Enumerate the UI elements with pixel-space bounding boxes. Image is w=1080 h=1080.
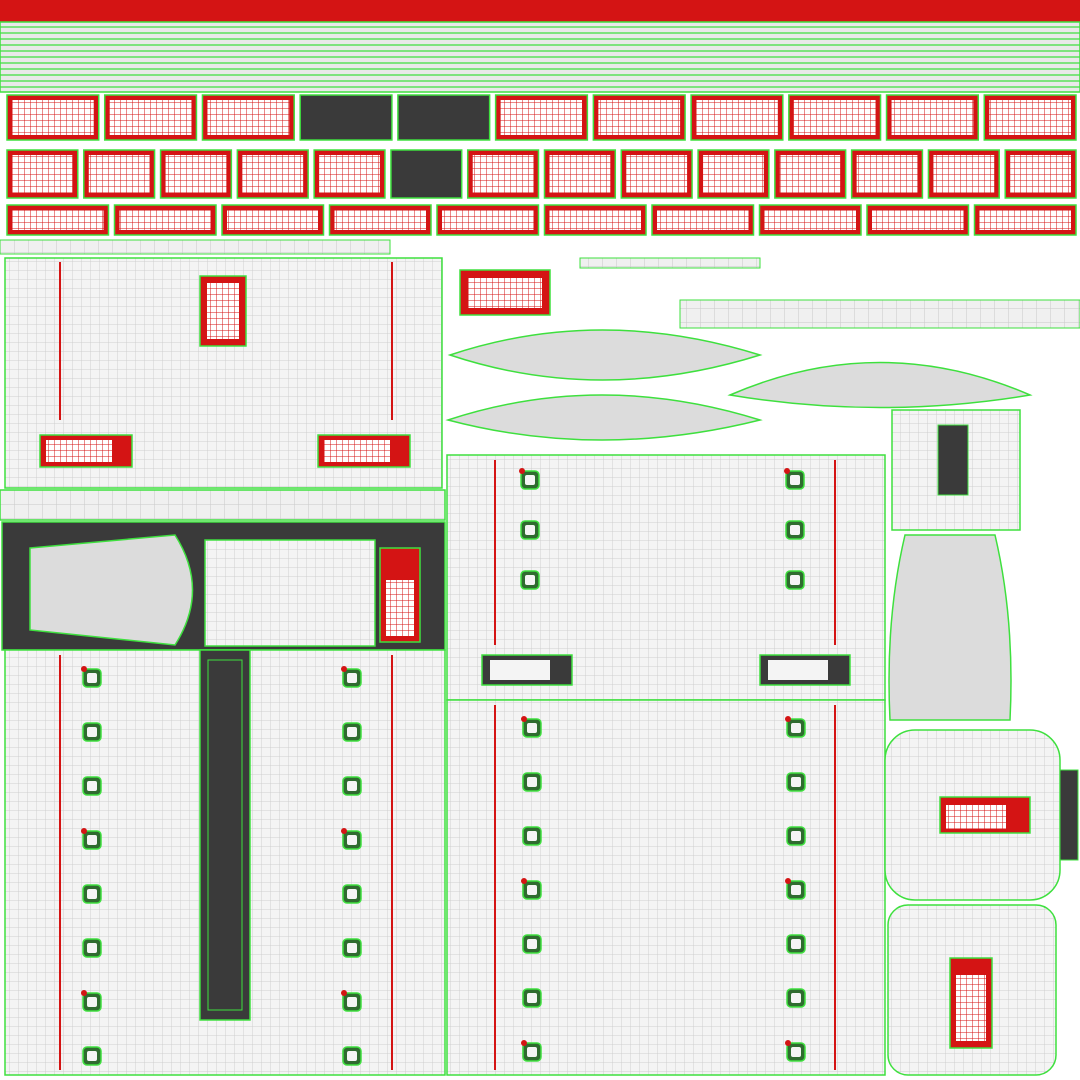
seat-marker [342,776,362,796]
detail-island [299,94,393,141]
detail-island [543,149,617,199]
detail-island [494,94,589,141]
detail-island [620,149,693,199]
seat-marker [82,1046,102,1066]
detail-island [103,94,198,141]
seat-marker [786,826,806,846]
seat-marker [785,878,806,900]
seat-marker [82,938,102,958]
seat-marker [521,878,542,900]
detail-island [543,204,647,236]
seat-marker [520,520,540,540]
detail-island [850,149,924,199]
center-panels [446,454,886,1076]
detail-island [113,204,217,236]
seat-marker [341,666,362,688]
detail-island [6,149,79,199]
detail-island [159,149,233,199]
seat-strips [81,468,806,1066]
seat-marker [522,988,542,1008]
detail-island [690,94,784,141]
detail-island [927,149,1000,199]
seat-marker [786,934,806,954]
left-upper-panel [4,257,443,489]
detail-island [201,94,295,141]
detail-island [328,204,432,236]
seat-marker [786,772,806,792]
seat-marker [786,988,806,1008]
mid-strip [0,239,446,521]
seat-marker [522,934,542,954]
seat-marker [520,570,540,590]
seat-marker [81,666,102,688]
left-lower-panel [4,649,446,1076]
seat-marker [785,1040,806,1062]
detail-island [236,149,309,199]
seat-marker [81,828,102,850]
detail-island [390,149,463,199]
seat-marker [342,722,362,742]
detail-island [6,204,110,236]
seat-marker [521,716,542,738]
detail-island [436,204,540,236]
detail-island [397,94,491,141]
top-trim-strips [0,0,1080,93]
right-panels [884,409,1079,1076]
detail-island [866,204,970,236]
seat-marker [341,828,362,850]
detail-islands [6,94,1077,236]
seat-marker [522,826,542,846]
detail-island [592,94,686,141]
seat-marker [784,468,805,490]
seat-marker [342,938,362,958]
seat-marker [82,884,102,904]
detail-island [774,149,847,199]
seat-marker [785,716,806,738]
seat-marker [342,1046,362,1066]
seat-marker [522,772,542,792]
detail-island [1004,149,1077,199]
left-mid-fuselage [1,521,446,651]
seat-marker [81,990,102,1012]
detail-island [788,94,882,141]
seat-marker [82,776,102,796]
seat-marker [521,1040,542,1062]
detail-island [758,204,862,236]
detail-island [6,94,100,141]
detail-island [221,204,325,236]
center-shells [445,257,1080,441]
detail-island [313,149,386,199]
seat-marker [519,468,540,490]
seat-marker [341,990,362,1012]
seat-marker [342,884,362,904]
detail-island [973,204,1077,236]
seat-marker [82,722,102,742]
seat-marker [785,520,805,540]
detail-island [697,149,770,199]
detail-island [983,94,1077,141]
detail-island [651,204,755,236]
detail-island [83,149,156,199]
seat-marker [785,570,805,590]
detail-island [466,149,540,199]
detail-island [885,94,980,141]
